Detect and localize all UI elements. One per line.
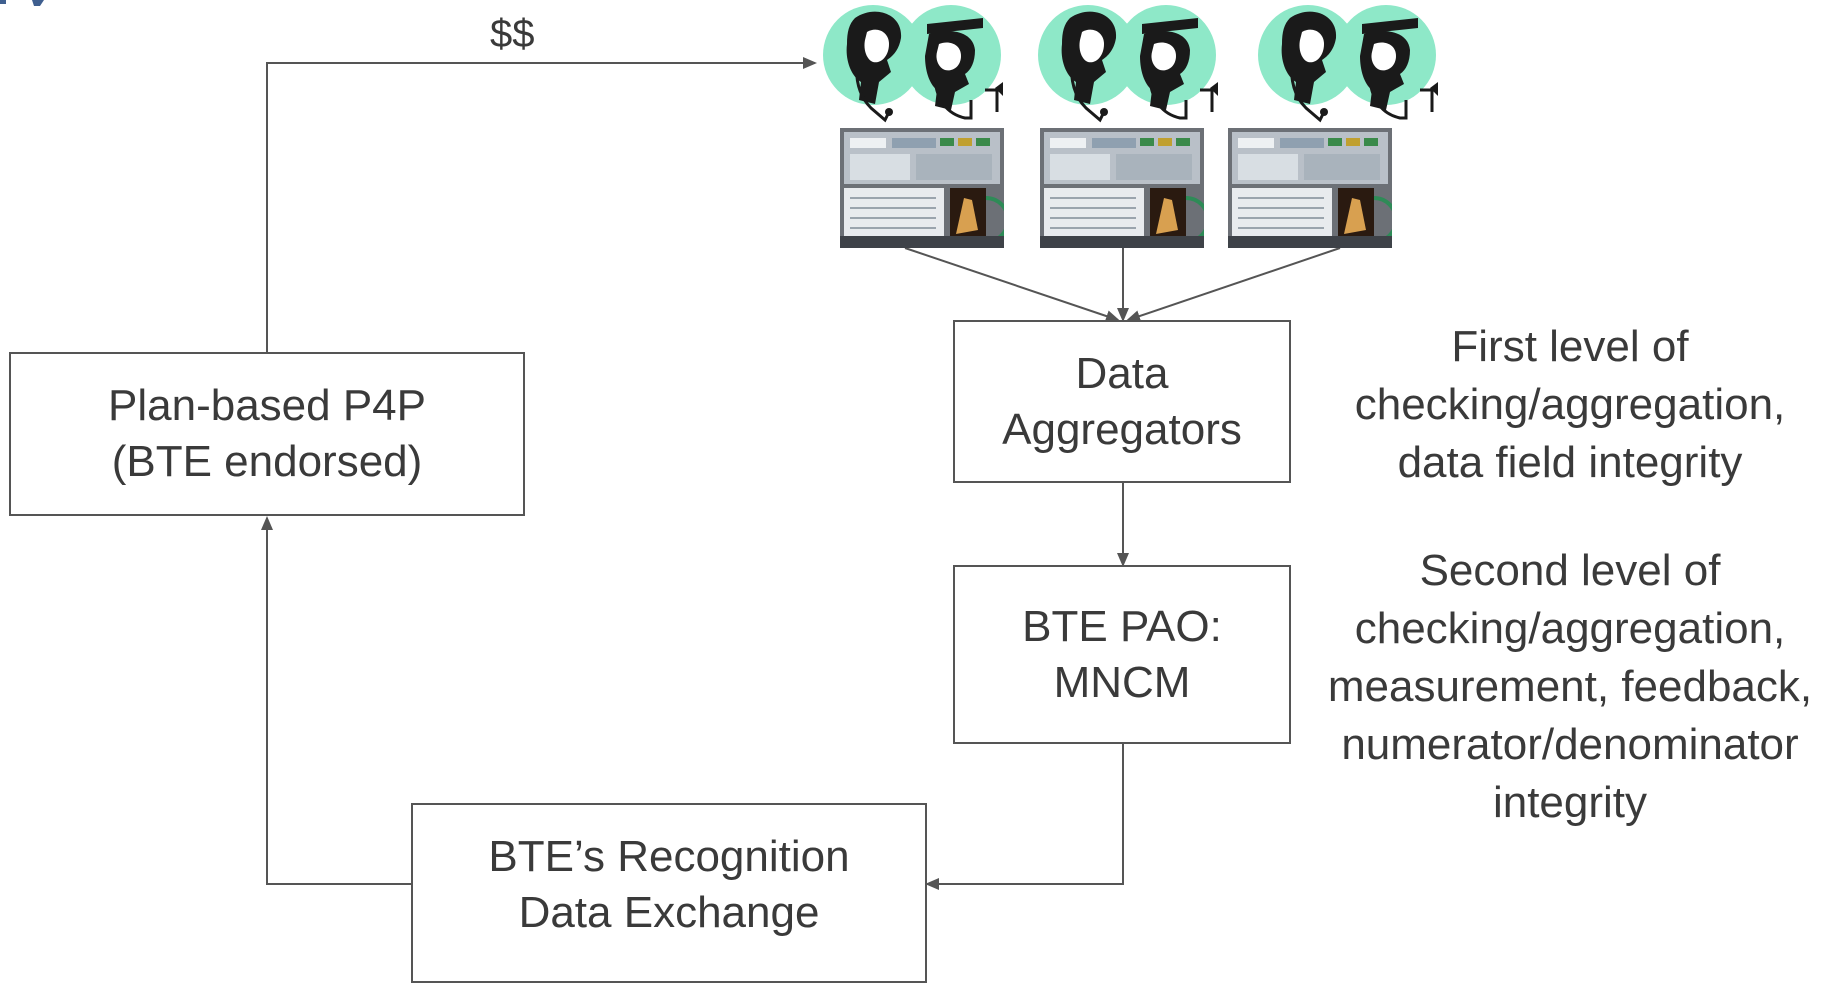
bte-pao-mncm-box: BTE PAO: MNCM (953, 565, 1291, 744)
second-level-line-1: Second level of (1419, 546, 1721, 595)
payment-label: $$ (490, 12, 535, 56)
exchange-box-line-1: BTE’s Recognition (488, 832, 850, 881)
first-level-note: First level of checking/aggregation, dat… (1300, 318, 1840, 492)
title-fragment (0, 0, 44, 6)
ehr-screen-icon (840, 128, 1004, 248)
physician-pair-icon (823, 5, 1003, 123)
second-level-line-5: integrity (1492, 778, 1648, 827)
aggregators-box-line-2: Aggregators (1002, 404, 1242, 454)
second-level-line-3: measurement, feedback, (1327, 662, 1813, 711)
exchange-to-plan-arrow (261, 516, 411, 885)
aggregators-box-line-1: Data (1075, 348, 1169, 398)
first-level-line-1: First level of (1451, 322, 1689, 371)
second-level-note: Second level of checking/aggregation, me… (1300, 542, 1840, 832)
recognition-data-exchange-box: BTE’s Recognition Data Exchange (411, 803, 927, 983)
second-level-line-4: numerator/denominator (1341, 720, 1799, 769)
pao-box-line-1: BTE PAO: (1022, 601, 1222, 651)
practice-3-to-aggregators-arrow (1126, 247, 1341, 322)
physician-pair-icon (1258, 5, 1438, 123)
ehr-screen-icon (1228, 128, 1392, 248)
connector-layer (261, 57, 1341, 890)
physician-pair-icon (1038, 5, 1218, 123)
second-level-line-2: checking/aggregation, (1354, 604, 1786, 653)
practice-1-to-aggregators-arrow (904, 247, 1120, 322)
pao-to-exchange-arrow (925, 744, 1124, 890)
exchange-box-line-2: Data Exchange (518, 888, 820, 937)
data-aggregators-box: Data Aggregators (953, 320, 1291, 483)
first-level-line-2: checking/aggregation, (1354, 380, 1786, 429)
payment-flow-arrow (266, 57, 817, 352)
pao-box-line-2: MNCM (1053, 657, 1191, 707)
ehr-screen-icon (1040, 128, 1204, 248)
plan-box-line-2: (BTE endorsed) (111, 437, 423, 486)
plan-box-line-1: Plan-based P4P (108, 381, 426, 430)
first-level-line-3: data field integrity (1397, 438, 1743, 487)
plan-based-p4p-box: Plan-based P4P (BTE endorsed) (9, 352, 525, 516)
